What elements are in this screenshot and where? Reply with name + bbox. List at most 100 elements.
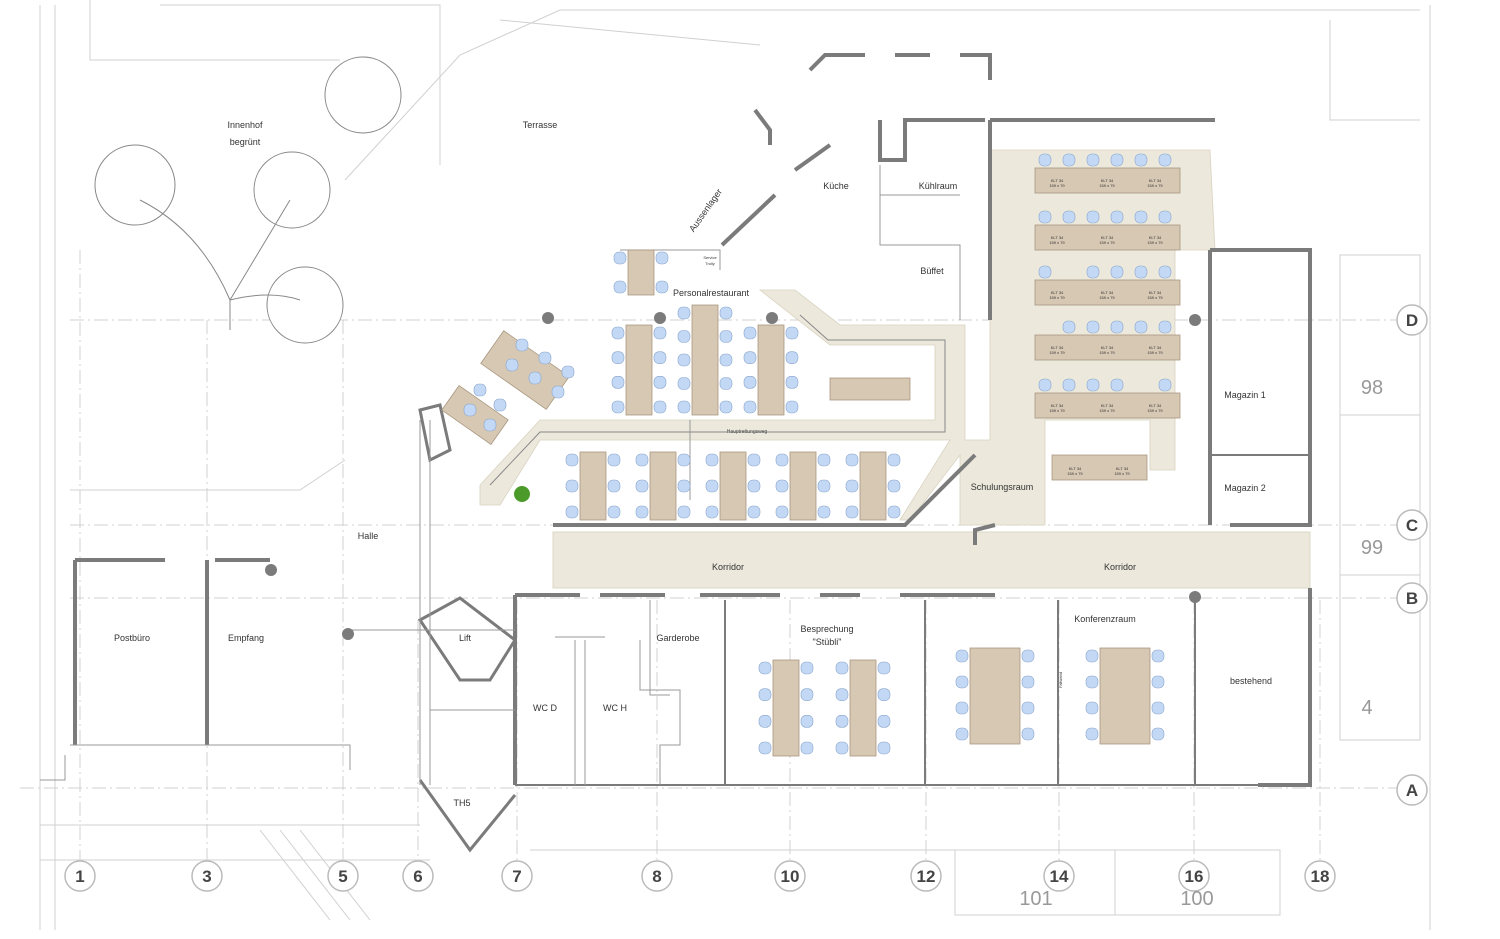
table-label: KLT 34 xyxy=(1149,403,1162,408)
table-label: KLT 34 xyxy=(1051,290,1064,295)
axis-label-A: A xyxy=(1406,781,1418,800)
magazin1-label: Magazin 1 xyxy=(1224,390,1266,400)
escape-route-arrows xyxy=(489,314,946,486)
table-size-label: 159 x 79 xyxy=(1099,408,1115,413)
axis-marker-B xyxy=(1396,582,1428,614)
table-size-label: 159 x 79 xyxy=(1099,350,1115,355)
building-number-100: 100 xyxy=(1180,888,1213,910)
axis-label-1: 1 xyxy=(75,867,84,886)
axis-label-18: 18 xyxy=(1311,867,1330,886)
columns xyxy=(265,312,1201,640)
axis-label-7: 7 xyxy=(512,867,521,886)
table-size-label: 159 x 79 xyxy=(1049,183,1065,188)
walls xyxy=(73,53,1312,853)
axis-label-12: 12 xyxy=(917,867,936,886)
table-label: KLT 34 xyxy=(1051,235,1064,240)
table-size-label: 159 x 79 xyxy=(1147,295,1163,300)
building-number-4: 4 xyxy=(1361,697,1372,719)
axis-marker-7 xyxy=(501,860,533,892)
table-size-label: 159 x 79 xyxy=(1049,350,1065,355)
table-label: KLT 34 xyxy=(1116,466,1129,471)
bueffet-label: Büffet xyxy=(920,266,944,276)
axis-marker-D xyxy=(1396,304,1428,336)
table-label: KLT 34 xyxy=(1149,290,1162,295)
table-label: KLT 34 xyxy=(1051,403,1064,408)
kuehlraum-label: Kühlraum xyxy=(919,181,958,191)
empfang-label: Empfang xyxy=(228,633,264,643)
bestehend-label: bestehend xyxy=(1230,676,1272,686)
axis-marker-6 xyxy=(402,860,434,892)
korridor-right-label: Korridor xyxy=(1104,562,1136,572)
service-label: Service xyxy=(703,255,717,260)
table-size-label: 159 x 79 xyxy=(1114,471,1130,476)
table-size-label: 159 x 79 xyxy=(1099,183,1115,188)
hauptrettungsweg-label: Hauptrettungsweg xyxy=(727,429,768,435)
table-size-label: 159 x 79 xyxy=(1099,295,1115,300)
table-size-label: 159 x 79 xyxy=(1147,408,1163,413)
building-number-98: 98 xyxy=(1361,377,1383,399)
konferenzraum-label: Konferenzraum xyxy=(1074,614,1136,624)
garderobe-label: Garderobe xyxy=(656,633,699,643)
table-label: KLT 34 xyxy=(1101,403,1114,408)
table-label: KLT 34 xyxy=(1149,235,1162,240)
axis-label-3: 3 xyxy=(202,867,211,886)
innenhof-label: Innenhof xyxy=(227,120,263,130)
axis-marker-C xyxy=(1396,509,1428,541)
building-number-101: 101 xyxy=(1019,888,1052,910)
service-label-2: Trolly xyxy=(705,261,715,266)
tree-icons xyxy=(94,56,402,344)
wc-d-label: WC D xyxy=(533,703,557,713)
circulation-floor xyxy=(479,149,1311,589)
axis-label-C: C xyxy=(1406,516,1418,535)
axis-marker-10 xyxy=(774,860,806,892)
axis-marker-18 xyxy=(1304,860,1336,892)
faltwand-label: Faltwand xyxy=(1058,672,1063,688)
table-size-label: 159 x 79 xyxy=(1049,240,1065,245)
table-label: KLT 34 xyxy=(1149,345,1162,350)
table-label: KLT 34 xyxy=(1051,178,1064,183)
besprechung-label-2: "Stübli" xyxy=(813,637,842,647)
axis-marker-16 xyxy=(1178,860,1210,892)
table-size-label: 159 x 79 xyxy=(1049,408,1065,413)
table-label: KLT 34 xyxy=(1101,235,1114,240)
table-label: KLT 34 xyxy=(1101,345,1114,350)
aussenlager-label: Aussenlager xyxy=(687,187,724,234)
axis-markers xyxy=(64,304,1428,892)
besprechung-label: Besprechung xyxy=(800,624,853,634)
axis-label-10: 10 xyxy=(781,867,800,886)
axis-label-14: 14 xyxy=(1050,867,1069,886)
innenhof-label-2: begrünt xyxy=(230,137,261,147)
th5-label: TH5 xyxy=(453,798,470,808)
table-size-label: 159 x 79 xyxy=(1067,471,1083,476)
terrasse-label: Terrasse xyxy=(523,120,558,130)
table-label: KLT 34 xyxy=(1069,466,1082,471)
table-size-label: 159 x 79 xyxy=(1049,295,1065,300)
axis-label-D: D xyxy=(1406,311,1418,330)
schulungsraum-label: Schulungsraum xyxy=(971,482,1034,492)
table-size-label: 159 x 79 xyxy=(1147,350,1163,355)
axis-label-5: 5 xyxy=(338,867,347,886)
magazin2-label: Magazin 2 xyxy=(1224,483,1266,493)
korridor-left-label: Korridor xyxy=(712,562,744,572)
halle-label: Halle xyxy=(358,531,379,541)
table-label: KLT 34 xyxy=(1051,345,1064,350)
postbuero-label: Postbüro xyxy=(114,633,150,643)
table-label: KLT 34 xyxy=(1101,290,1114,295)
kueche-label: Küche xyxy=(823,181,849,191)
axis-marker-3 xyxy=(191,860,223,892)
axis-marker-14 xyxy=(1043,860,1075,892)
axis-marker-12 xyxy=(910,860,942,892)
axis-label-8: 8 xyxy=(652,867,661,886)
plant-icon xyxy=(514,486,530,502)
axis-marker-5 xyxy=(327,860,359,892)
axis-label-6: 6 xyxy=(413,867,422,886)
table-size-label: 159 x 79 xyxy=(1147,183,1163,188)
table-size-label: 159 x 79 xyxy=(1147,240,1163,245)
personalrestaurant-label: Personalrestaurant xyxy=(673,288,750,298)
lift-label: Lift xyxy=(459,633,472,643)
table-label: KLT 34 xyxy=(1149,178,1162,183)
